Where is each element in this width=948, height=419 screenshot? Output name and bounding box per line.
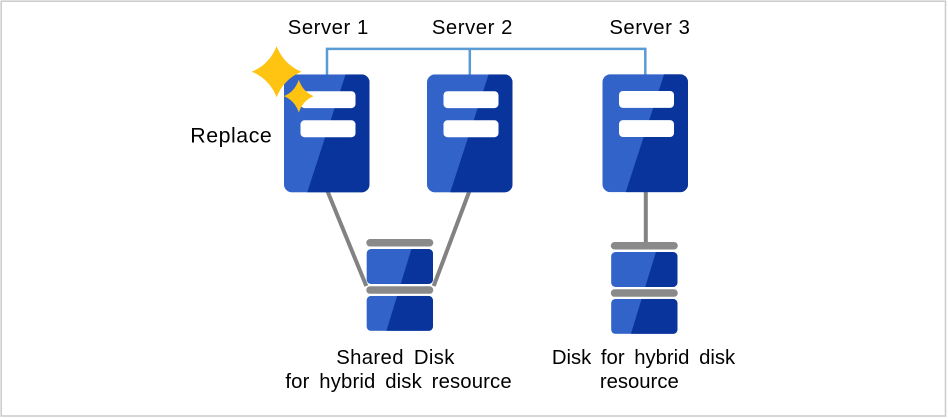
svg-text:for hybrid disk resource: for hybrid disk resource xyxy=(285,371,511,393)
svg-text:Server 2: Server 2 xyxy=(432,17,513,39)
svg-text:Shared Disk: Shared Disk xyxy=(336,347,455,369)
svg-text:Replace: Replace xyxy=(190,124,272,148)
svg-text:Server 1: Server 1 xyxy=(288,17,369,39)
svg-text:Disk for hybrid disk: Disk for hybrid disk xyxy=(552,347,736,369)
svg-text:resource: resource xyxy=(600,371,679,393)
svg-text:Server 3: Server 3 xyxy=(609,17,690,39)
